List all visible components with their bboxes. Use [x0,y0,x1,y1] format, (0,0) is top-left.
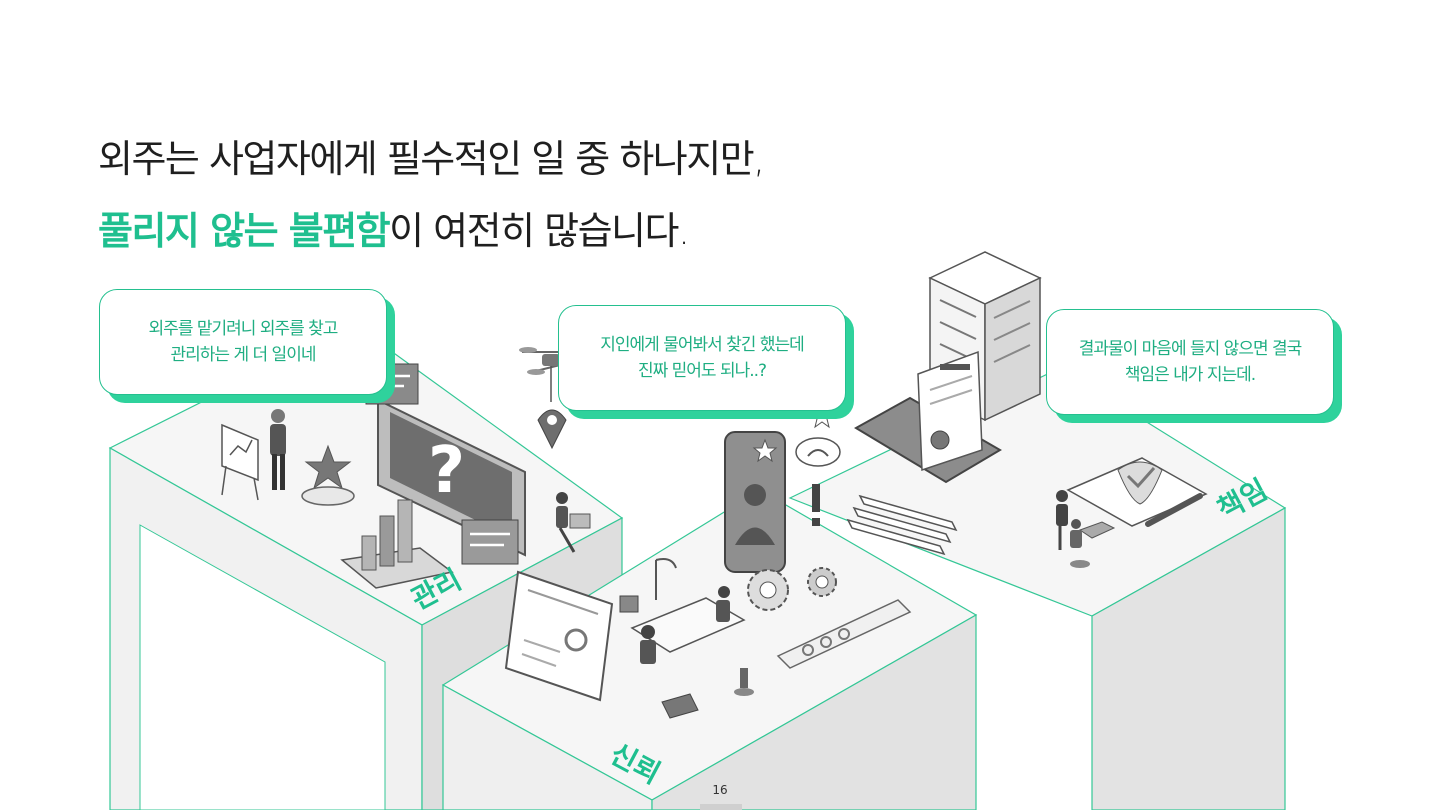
headline-line-2: 풀리지 않는 불편함이 여전히 많습니다. [98,200,690,255]
dashboard-panel-icon [504,570,614,702]
bubble-text-line: 진짜 믿어도 되나..? [637,361,767,381]
headline-rest: 이 여전히 많습니다. [389,209,690,253]
page-number: 16 [712,783,728,797]
office-workers-illustration [1056,490,1116,568]
pillar-middle [441,489,978,810]
phone-profile-icon [724,404,835,573]
speech-bubble-management: 외주를 맡기려니 외주를 찾고 관리하는 게 더 일이네 [99,289,387,395]
bubble-text-line: 외주를 맡기려니 외주를 찾고 [148,319,339,339]
page-indicator-bar [700,804,742,810]
speech-bubble-trust: 지인에게 물어봐서 찾긴 했는데 진짜 믿어도 되나..? [558,305,846,411]
question-monitor-icon: ? [365,363,526,565]
pen-icon [1145,493,1203,527]
person-with-laptop [556,492,591,553]
ruler-icon [776,599,912,669]
certificate-icon [917,350,983,472]
exclamation-icon [812,484,820,526]
bubble-text-line: 지인에게 물어봐서 찾긴 했는데 [600,335,805,355]
star-trophy-icon [301,444,355,506]
location-pin-icon [537,409,567,450]
bar-chart-blocks [340,499,454,589]
documents-icon [661,668,754,719]
document-check-icon [1066,457,1208,527]
bubble-text-line: 관리하는 게 더 일이네 [170,345,317,365]
bubble-text-line: 책임은 내가 지는데. [1124,365,1256,385]
bars-stack-icon [846,494,958,556]
headline-highlight: 풀리지 않는 불편함 [98,209,391,253]
speech-bubble-responsibility: 결과물이 마음에 들지 않으면 결국 책임은 내가 지는데. [1046,309,1334,415]
svg-text:?: ? [428,434,465,508]
bubble-text-line: 결과물이 마음에 들지 않으면 결국 [1078,339,1303,359]
cloud-icon [795,437,841,467]
headline-line-1: 외주는 사업자에게 필수적인 일 중 하나지만, [98,137,765,181]
desk-workers-illustration [619,558,746,664]
gear-icons [747,567,837,611]
